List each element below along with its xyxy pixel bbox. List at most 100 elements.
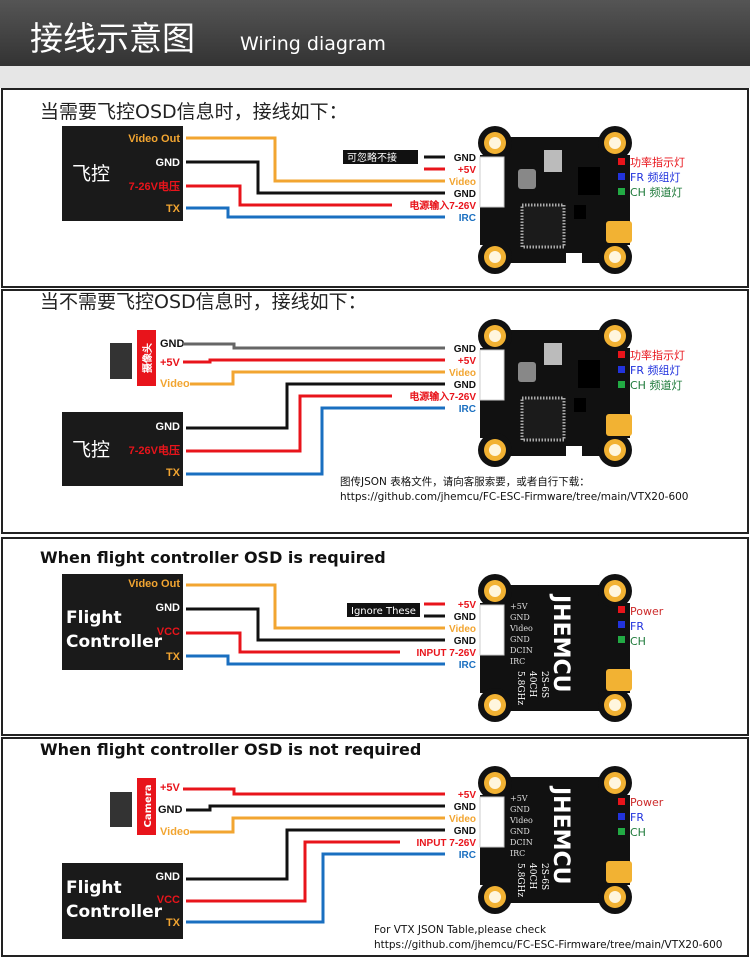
panel-title: When flight controller OSD is required [40,548,386,567]
mounting-hole [489,891,501,903]
component [518,362,536,382]
fc-label: 飞控 [72,163,110,185]
board-silkscreen: GND [510,613,530,622]
mounting-hole [609,137,621,149]
header-title-en: Wiring diagram [240,33,386,55]
panel-title: 当需要飞控OSD信息时，接线如下： [40,101,348,123]
led-ch-icon [618,381,625,388]
wire-5v [183,358,445,364]
header-bar [0,0,750,66]
panel-2: 当不需要飞控OSD信息时，接线如下： 摄像头 GND +5V Video 飞控 … [40,291,689,503]
vtx-pin: +5V [458,165,476,176]
camera-icon [137,778,156,835]
component [544,343,562,365]
ignore-label: Ignore These [351,606,416,617]
wire-tx-irc [186,406,445,476]
camera-pin: GND [160,338,185,350]
led-ch-icon [618,188,625,195]
led-ch-icon [618,636,625,643]
ignore-label-box [343,150,418,164]
mounting-hole [489,699,501,711]
board-silkscreen: DCIN [510,646,533,655]
vtx-pin: +5V [458,356,476,367]
camera-label: Camera [143,785,154,828]
led-label-fr: FR [630,620,644,633]
panel-4: When flight controller OSD is not requir… [40,740,723,951]
chip [520,203,566,249]
led-label-fr: FR 频组灯 [630,170,680,184]
fc-pin: VCC [157,626,180,638]
board-silkscreen: DCIN [510,838,533,847]
board-silkscreen: Video [509,816,533,825]
wire-video [186,583,445,630]
fc-label: Flight [66,878,122,898]
vtx-pin: Video [449,177,476,188]
vtx-board [478,126,632,274]
fc-pin: GND [156,871,181,883]
board-spec: 40CH [527,863,537,889]
board-spec: 2S-6S [539,671,549,698]
vtx-pin: INPUT 7-26V [417,648,477,659]
fc-pin: TX [166,203,181,215]
mounting-hole [609,777,621,789]
led-label-power: Power [630,605,664,618]
camera-pin: +5V [160,782,181,794]
board-spec: 2S-6S [539,863,549,890]
led-power-icon [618,351,625,358]
vtx-board: JHEMCU2S-6S40CH5.8GHz+5VGNDVideoGNDDCINI… [478,574,632,722]
fc-label: Flight [66,608,122,628]
firmware-link[interactable]: https://github.com/jhemcu/FC-ESC-Firmwar… [340,491,689,503]
wire-gnd [186,382,445,430]
fc-pin: VCC [157,894,180,906]
component [574,205,586,219]
panel-1: 当需要飞控OSD信息时，接线如下： 飞控 Video Out GND 7-26V… [40,101,685,274]
camera-pin: Video [160,378,190,390]
led-power-icon [618,798,625,805]
board-silkscreen: IRC [510,657,525,666]
connector [479,604,505,656]
fc-pin: TX [166,651,181,663]
switch [566,253,582,263]
antenna-connector [606,669,632,691]
wire-power [186,184,392,207]
wire-gnd [186,804,445,812]
fc-label: 飞控 [72,439,110,461]
mounting-hole [489,585,501,597]
vtx-pin: GND [454,636,476,647]
vtx-pin: +5V [458,600,476,611]
fc-label: Controller [66,632,163,652]
led-label-fr: FR [630,811,644,824]
firmware-link[interactable]: https://github.com/jhemcu/FC-ESC-Firmwar… [374,939,723,951]
camera-pin: Video [160,826,190,838]
board-silkscreen: Video [509,624,533,633]
led-fr-icon [618,173,625,180]
led-label-ch: CH 频道灯 [630,378,682,392]
wire-tx-irc [186,852,445,924]
wire-gnd [186,607,445,642]
fc-pin: GND [156,602,181,614]
led-label-power: 功率指示灯 [630,155,685,169]
mounting-hole [609,251,621,263]
vtx-board [478,319,632,467]
vtx-board: JHEMCU2S-6S40CH5.8GHz+5VGNDVideoGNDDCINI… [478,766,632,914]
vtx-pin: IRC [459,660,476,671]
mounting-hole [609,444,621,456]
wire-video [190,370,445,386]
vtx-pin: Video [449,814,476,825]
led-label-ch: CH [630,826,646,839]
led-label-power: Power [630,796,664,809]
led-label-fr: FR 频组灯 [630,363,680,377]
brand-logo: JHEMCU [548,593,573,693]
camera-icon [137,330,156,386]
wire-gnd [186,160,445,195]
antenna-connector [606,861,632,883]
led-label-power: 功率指示灯 [630,348,685,362]
wire-gnd [183,342,445,350]
panel-title: 当不需要飞控OSD信息时，接线如下： [40,291,367,313]
vtx-pin: 电源输入7-26V [409,199,476,212]
mounting-hole [489,777,501,789]
component [578,360,600,388]
board-silkscreen: IRC [510,849,525,858]
fc-pin: TX [166,917,181,929]
